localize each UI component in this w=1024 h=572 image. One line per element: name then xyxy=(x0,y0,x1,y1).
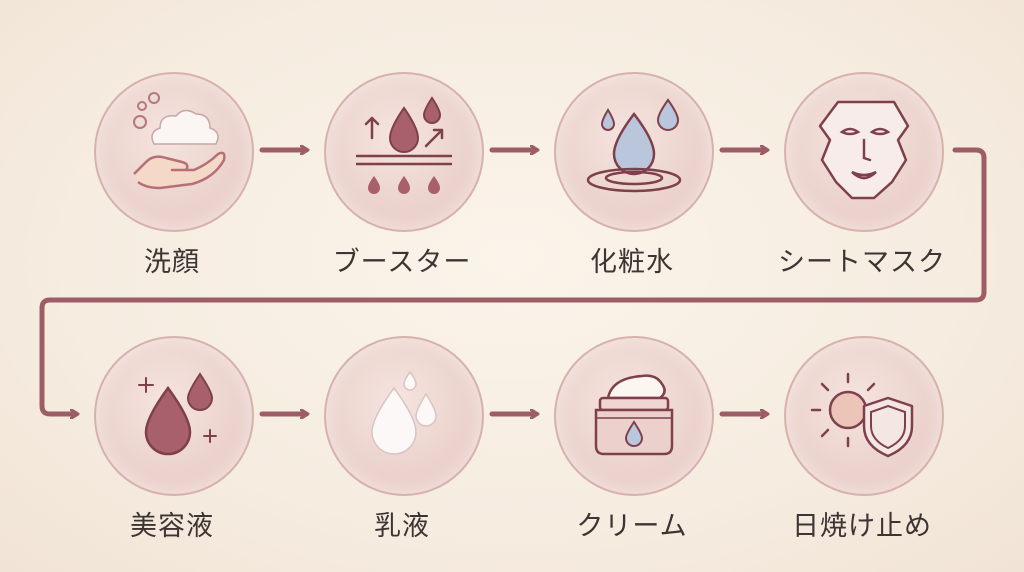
sheet-mask-icon xyxy=(818,100,910,200)
step-sheet-mask: シートマスク xyxy=(772,72,952,292)
step-label: クリーム xyxy=(576,511,688,542)
water-drop-ripple-icon xyxy=(586,98,682,193)
step-circle xyxy=(554,336,714,496)
step-label: 日焼け止め xyxy=(792,511,932,542)
arrow-4-5-wrap xyxy=(39,147,987,414)
foam-hand-icon xyxy=(133,92,226,190)
milk-drops-icon xyxy=(371,370,437,455)
booster-drops-icon xyxy=(356,96,452,194)
step-label: シートマスク xyxy=(778,247,946,278)
step-label: 美容液 xyxy=(130,511,214,542)
cream-jar-icon xyxy=(594,374,674,456)
step-label: 乳液 xyxy=(374,511,430,542)
step-sunscreen: 日焼け止め xyxy=(772,336,952,556)
step-label: 化粧水 xyxy=(590,247,674,278)
step-circle xyxy=(324,336,484,496)
serum-drops-icon xyxy=(138,372,217,456)
step-booster: ブースター xyxy=(312,72,492,292)
sun-shield-icon xyxy=(810,372,914,458)
step-label: ブースター xyxy=(332,247,472,278)
step-circle xyxy=(784,72,944,232)
step-circle xyxy=(324,72,484,232)
step-circle xyxy=(784,336,944,496)
step-cleansing: 洗顔 xyxy=(82,72,262,292)
step-emulsion: 乳液 xyxy=(312,336,492,556)
step-cream: クリーム xyxy=(542,336,722,556)
step-circle xyxy=(94,336,254,496)
step-circle xyxy=(554,72,714,232)
step-circle xyxy=(94,72,254,232)
step-label: 洗顔 xyxy=(144,247,200,278)
step-toner: 化粧水 xyxy=(542,72,722,292)
step-serum: 美容液 xyxy=(82,336,262,556)
